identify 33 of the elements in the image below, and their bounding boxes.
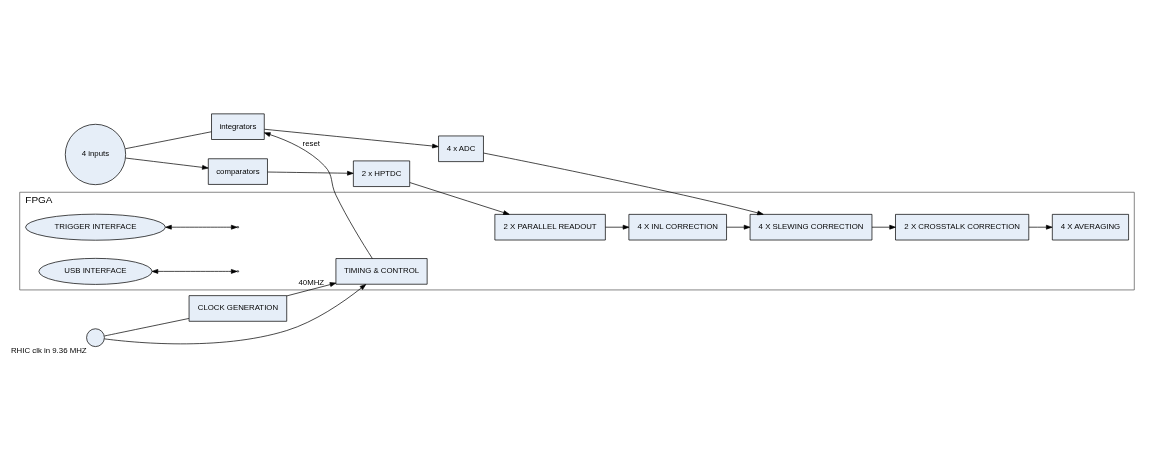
arrow bbox=[151, 268, 238, 274]
arrow bbox=[264, 131, 373, 259]
node-box: 4 x ADC bbox=[438, 135, 484, 162]
node-box: comparators bbox=[207, 157, 268, 185]
node-box: 2 X CROSSTALK CORRECTION bbox=[895, 213, 1030, 240]
arrow bbox=[483, 152, 764, 215]
node-box: 2 X PARALLEL READOUT bbox=[494, 213, 606, 240]
arrow bbox=[286, 281, 337, 296]
arrow bbox=[605, 224, 630, 230]
edge-label: 40MHZ bbox=[298, 277, 325, 287]
connector bbox=[104, 317, 190, 336]
node-box: CLOCK GENERATION bbox=[188, 294, 288, 322]
arrow bbox=[267, 170, 354, 176]
node-box: integrators bbox=[211, 113, 265, 140]
node-circle bbox=[86, 327, 105, 347]
node-box: 4 X AVERAGING bbox=[1051, 213, 1129, 240]
arrow bbox=[1028, 224, 1053, 230]
node-box: 4 X SLEWING CORRECTION bbox=[749, 213, 873, 240]
node-box: 4 X INL CORRECTION bbox=[628, 213, 727, 240]
node-ellipse: TRIGGER INTERFACE bbox=[25, 213, 166, 241]
arrow bbox=[726, 224, 751, 230]
arrow bbox=[409, 181, 510, 215]
node-box: 2 x HPTDC bbox=[353, 160, 411, 187]
arrow bbox=[104, 283, 367, 344]
node-label: RHIC clk in 9.36 MHZ bbox=[10, 345, 87, 355]
arrow bbox=[871, 224, 896, 230]
node-circle: 4 inputs bbox=[64, 123, 126, 185]
arrow bbox=[264, 128, 439, 148]
node-ellipse: USB INTERFACE bbox=[38, 257, 153, 285]
connector bbox=[125, 130, 212, 149]
edge-label: reset bbox=[302, 138, 321, 148]
arrow bbox=[125, 157, 209, 170]
node-box: TIMING & CONTROL bbox=[335, 257, 428, 285]
